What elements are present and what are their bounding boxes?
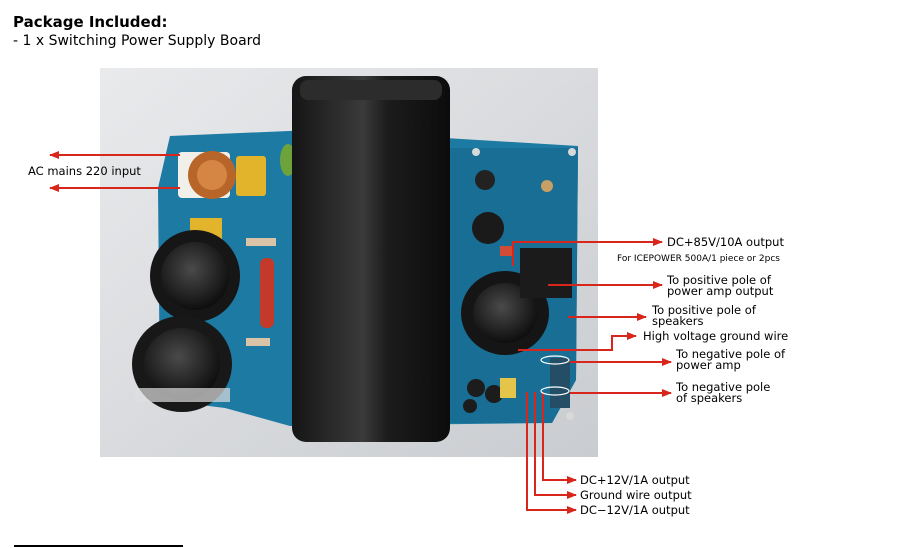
dc12-pos-arrow <box>542 392 577 484</box>
neg-amp-label-line1: To negative pole of <box>676 347 786 361</box>
ac-input-label: AC mains 220 input <box>28 164 141 178</box>
hv-ground-label: High voltage ground wire <box>643 329 789 343</box>
page-heading: Package Included: <box>13 13 168 31</box>
dc85-arrow <box>512 238 663 266</box>
neg-amp-label-line2: power amp <box>676 358 741 372</box>
hv-ground-arrow <box>518 332 637 351</box>
neg-speaker-label-line1: To negative pole <box>676 380 771 394</box>
package-item: - 1 x Switching Power Supply Board <box>13 33 262 49</box>
section-divider <box>14 545 183 547</box>
transformer <box>292 76 450 442</box>
dc12-neg-arrow <box>526 392 577 514</box>
dc12-neg-label: DC−12V/1A output <box>580 503 690 517</box>
power-supply-board-photo <box>100 68 598 457</box>
ground-out-arrow <box>534 392 577 499</box>
pos-speaker-label-line1: To positive pole of <box>652 303 756 317</box>
neg-speaker-label-line2: of speakers <box>676 391 743 405</box>
ground-out-label: Ground wire output <box>580 488 692 502</box>
dc85-note: For ICEPOWER 500A/1 piece or 2pcs <box>617 254 780 264</box>
pos-amp-label-line2: power amp output <box>667 284 774 298</box>
pos-amp-label-line1: To positive pole of <box>667 273 771 287</box>
dc85-label: DC+85V/10A output <box>667 235 784 249</box>
dc12-pos-label: DC+12V/1A output <box>580 473 690 487</box>
board-illustration <box>100 68 598 457</box>
pos-speaker-label-line2: speakers <box>652 314 704 328</box>
